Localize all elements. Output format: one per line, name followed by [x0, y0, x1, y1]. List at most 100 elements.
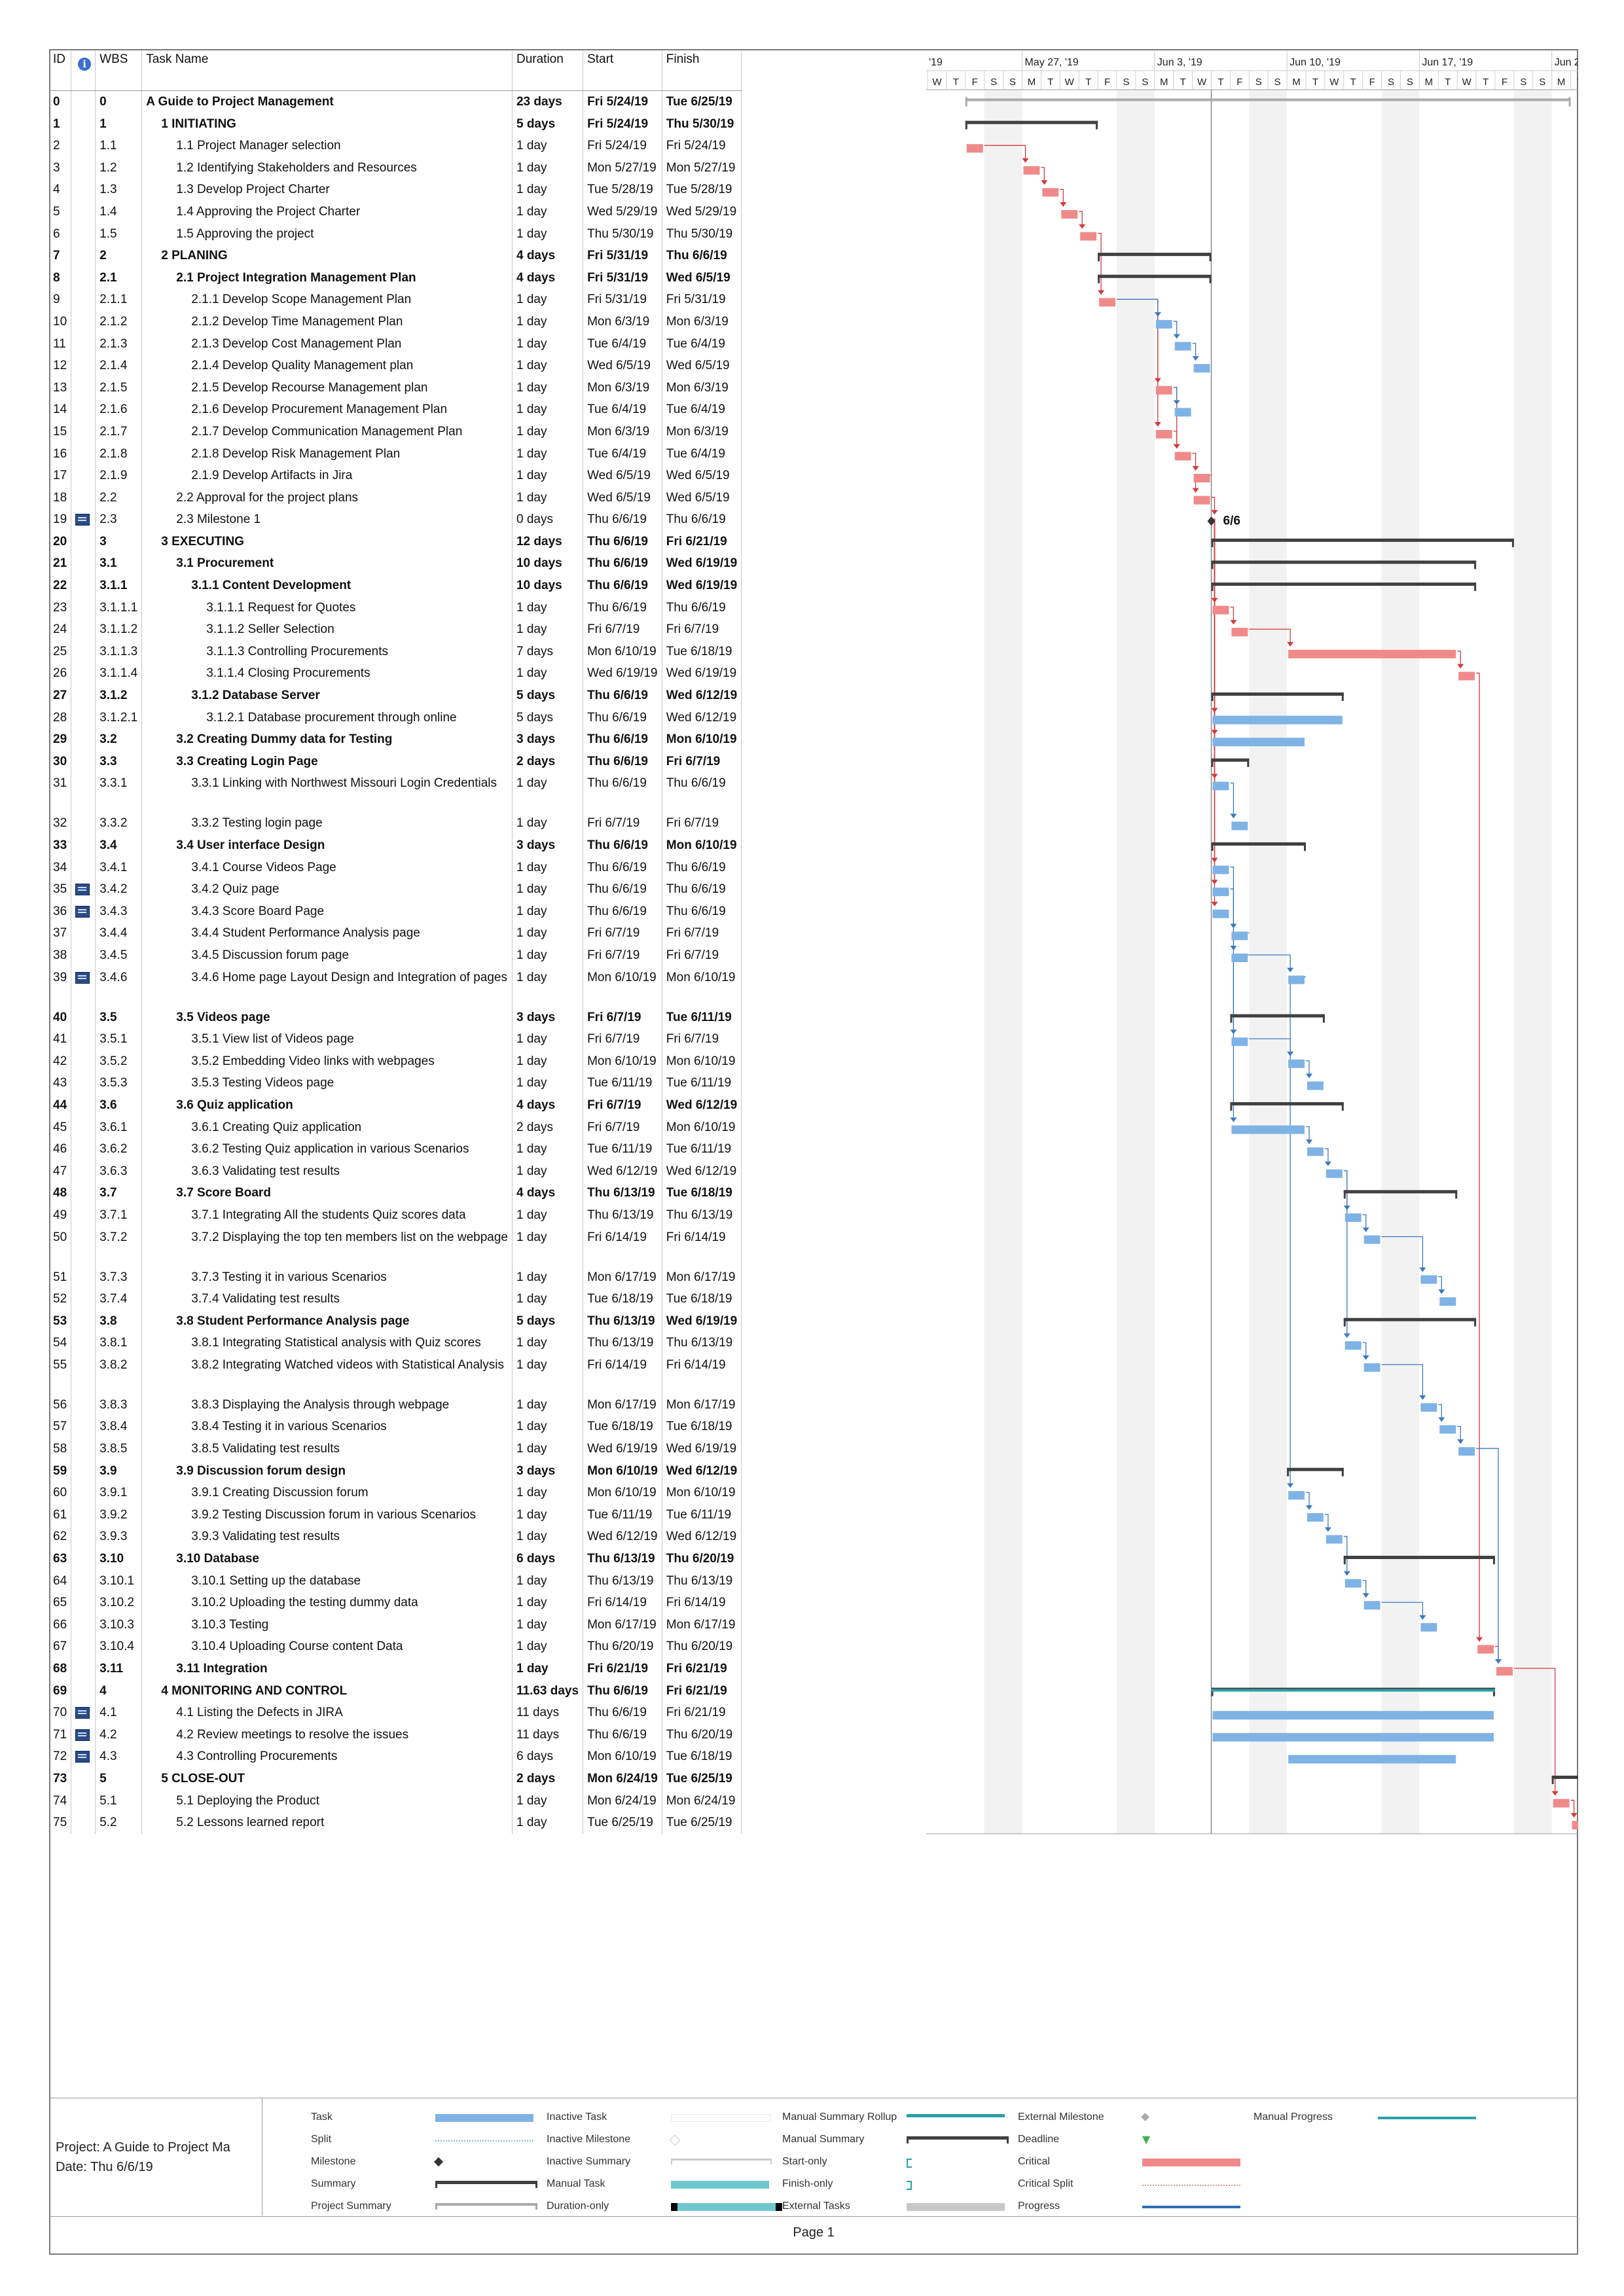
task-duration[interactable]: 10 days	[512, 552, 584, 575]
task-name[interactable]: 5.1 Deploying the Product	[141, 1789, 513, 1812]
task-duration[interactable]: 1 day	[512, 332, 584, 355]
task-start[interactable]: Wed 5/29/19	[583, 200, 662, 223]
task-name[interactable]: 3.5.1 View list of Videos page	[141, 1028, 513, 1050]
task-duration[interactable]: 1 day	[512, 1658, 584, 1680]
task-start[interactable]: Thu 6/6/19	[583, 728, 662, 751]
task-wbs[interactable]: 3.9.3	[95, 1526, 143, 1549]
task-duration[interactable]: 6 days	[512, 1746, 584, 1768]
task-finish[interactable]: Mon 6/3/19	[662, 376, 742, 399]
task-duration[interactable]: 11.63 days	[512, 1679, 584, 1702]
task-id[interactable]: 40	[49, 1006, 72, 1029]
task-start[interactable]: Fri 6/21/19	[583, 1658, 662, 1680]
task-id[interactable]: 63	[49, 1548, 72, 1570]
task-name[interactable]: 4.3 Controlling Procurements	[141, 1746, 513, 1768]
task-duration[interactable]: 1 day	[512, 200, 584, 223]
task-duration[interactable]: 1 day	[512, 420, 584, 443]
task-start[interactable]: Tue 6/11/19	[583, 1138, 662, 1160]
task-wbs[interactable]: 2.1.5	[95, 376, 143, 399]
task-name[interactable]: 3.1 Procurement	[141, 552, 513, 575]
task-finish[interactable]: Fri 6/21/19	[662, 1658, 742, 1680]
task-finish[interactable]: Tue 6/4/19	[662, 332, 742, 355]
task-name[interactable]: 3.4.3 Score Board Page	[141, 900, 513, 923]
task-finish[interactable]: Thu 6/13/19	[662, 1570, 742, 1592]
task-id[interactable]: 26	[49, 662, 72, 685]
task-indicator[interactable]	[71, 1354, 96, 1394]
task-name[interactable]: 5 CLOSE-OUT	[141, 1767, 513, 1790]
task-duration[interactable]: 1 day	[512, 355, 584, 377]
task-id[interactable]: 67	[49, 1636, 72, 1658]
task-duration[interactable]: 1 day	[512, 1416, 584, 1439]
task-id[interactable]: 35	[49, 878, 72, 901]
task-duration[interactable]: 3 days	[512, 834, 584, 857]
task-finish[interactable]: Fri 6/14/19	[662, 1354, 742, 1394]
task-duration[interactable]: 1 day	[512, 1226, 584, 1266]
task-wbs[interactable]: 3.3.2	[95, 812, 143, 834]
task-duration[interactable]: 1 day	[512, 619, 584, 641]
task-name[interactable]: 2.1.6 Develop Procurement Management Pla…	[141, 399, 513, 421]
col-task-name-header[interactable]: Task Name	[141, 51, 513, 91]
task-finish[interactable]: Fri 6/7/19	[662, 1028, 742, 1050]
task-duration[interactable]: 11 days	[512, 1702, 584, 1724]
task-start[interactable]: Thu 6/13/19	[583, 1332, 662, 1354]
task-indicator[interactable]	[71, 355, 96, 377]
task-start[interactable]: Fri 5/24/19	[583, 90, 662, 113]
task-id[interactable]: 54	[49, 1332, 72, 1354]
notes-icon[interactable]	[75, 971, 90, 984]
task-wbs[interactable]: 2.1.8	[95, 442, 143, 465]
task-wbs[interactable]: 2.2	[95, 486, 143, 509]
task-start[interactable]: Thu 6/13/19	[583, 1548, 662, 1570]
task-name[interactable]: 3.9.2 Testing Discussion forum in variou…	[141, 1503, 513, 1526]
task-wbs[interactable]: 3.4.5	[95, 944, 143, 967]
task-id[interactable]: 36	[49, 900, 72, 923]
task-start[interactable]: Wed 6/19/19	[583, 662, 662, 685]
task-finish[interactable]: Wed 6/12/19	[662, 1526, 742, 1549]
task-name[interactable]: 3.8.3 Displaying the Analysis through we…	[141, 1393, 513, 1416]
task-indicator[interactable]	[71, 812, 96, 834]
task-id[interactable]: 46	[49, 1138, 72, 1160]
task-wbs[interactable]: 1.5	[95, 223, 143, 245]
task-name[interactable]: A Guide to Project Management	[141, 90, 513, 113]
task-wbs[interactable]: 1.3	[95, 179, 143, 201]
task-id[interactable]: 27	[49, 685, 72, 707]
task-start[interactable]: Mon 6/24/19	[583, 1767, 662, 1790]
task-wbs[interactable]: 3.1.2	[95, 685, 143, 707]
task-start[interactable]: Fri 6/7/19	[583, 1094, 662, 1117]
notes-icon[interactable]	[75, 1707, 90, 1719]
task-finish[interactable]: Fri 6/7/19	[662, 619, 742, 641]
task-id[interactable]: 43	[49, 1072, 72, 1094]
task-indicator[interactable]	[71, 1028, 96, 1050]
task-duration[interactable]: 4 days	[512, 266, 584, 289]
task-finish[interactable]: Thu 5/30/19	[662, 113, 742, 135]
task-indicator[interactable]	[71, 1767, 96, 1790]
task-start[interactable]: Mon 6/10/19	[583, 1746, 662, 1768]
task-indicator[interactable]	[71, 1548, 96, 1570]
task-finish[interactable]: Wed 6/5/19	[662, 465, 742, 487]
task-indicator[interactable]	[71, 399, 96, 421]
task-name[interactable]: 3.8.5 Validating test results	[141, 1438, 513, 1460]
task-start[interactable]: Fri 6/14/19	[583, 1592, 662, 1614]
task-finish[interactable]: Fri 6/7/19	[662, 944, 742, 967]
task-duration[interactable]: 2 days	[512, 1116, 584, 1139]
task-wbs[interactable]: 2.1.3	[95, 332, 143, 355]
task-start[interactable]: Wed 6/12/19	[583, 1160, 662, 1183]
task-finish[interactable]: Tue 6/11/19	[662, 1072, 742, 1094]
task-name[interactable]: 3.8.4 Testing it in various Scenarios	[141, 1416, 513, 1439]
task-id[interactable]: 19	[49, 509, 72, 531]
task-duration[interactable]: 5 days	[512, 706, 584, 729]
task-start[interactable]: Tue 6/4/19	[583, 399, 662, 421]
task-wbs[interactable]: 3.9.1	[95, 1482, 143, 1504]
task-start[interactable]: Fri 5/31/19	[583, 266, 662, 289]
task-indicator[interactable]	[71, 1006, 96, 1029]
